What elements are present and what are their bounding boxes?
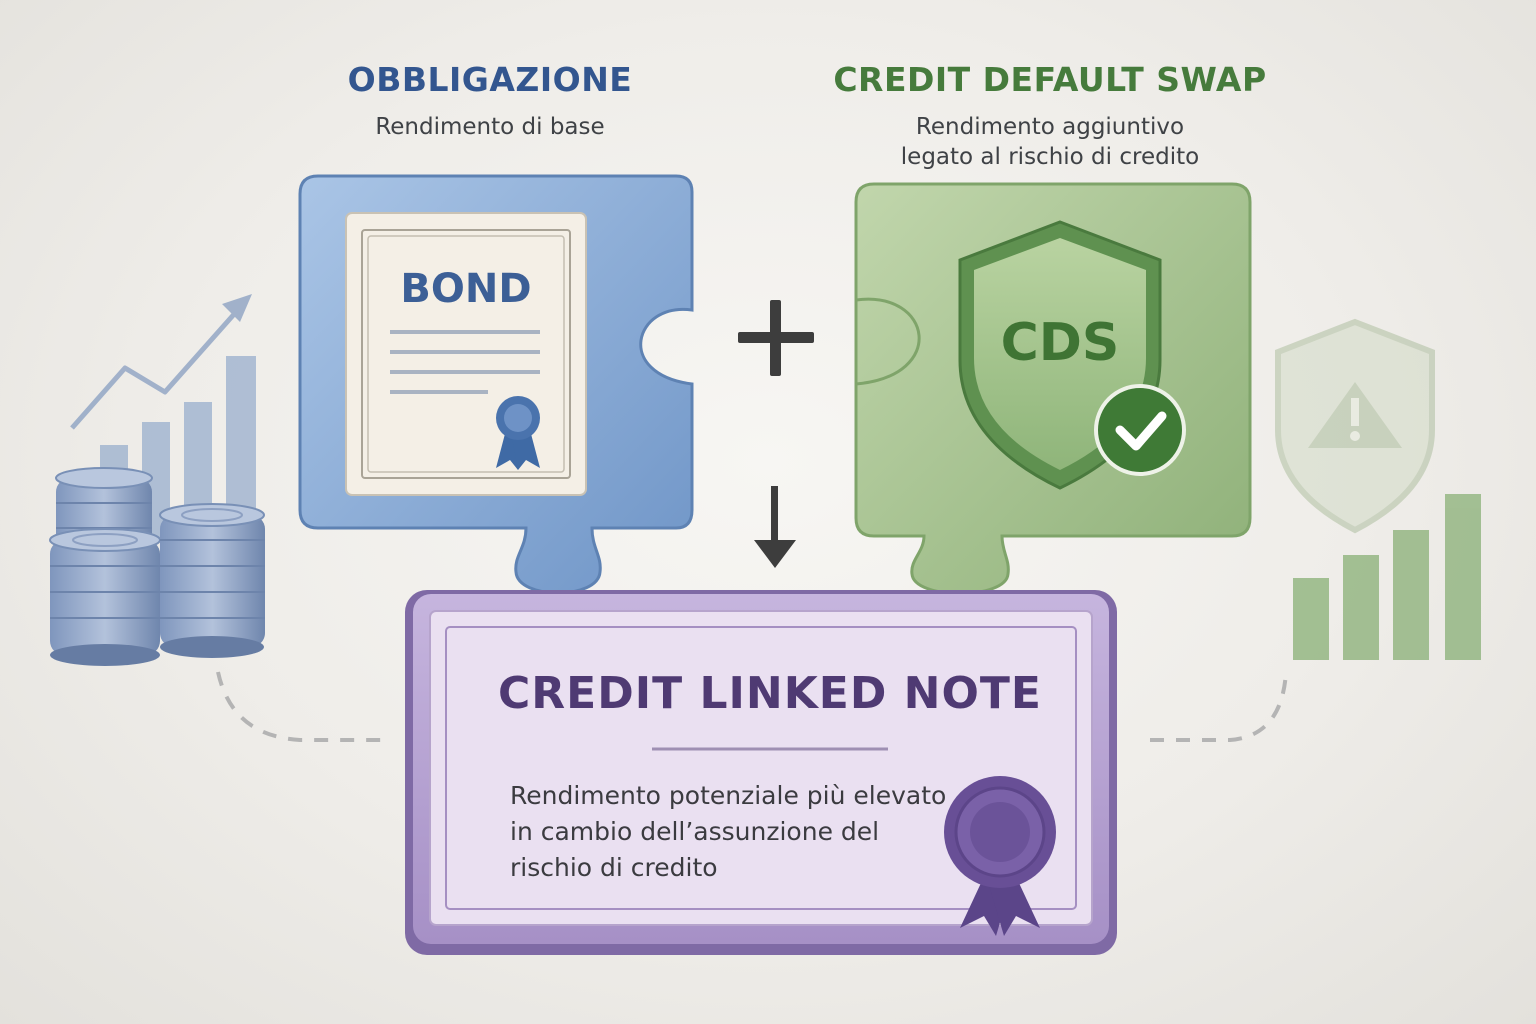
- cds-subtitle: Rendimento aggiuntivo legato al rischio …: [830, 112, 1270, 172]
- bond-certificate-label: BOND: [400, 266, 531, 312]
- chart-bar: [1445, 494, 1481, 660]
- bond-puzzle-piece: BOND: [298, 174, 694, 595]
- cln-description-line-1: Rendimento potenziale più elevato: [510, 781, 947, 810]
- cds-title: CREDIT DEFAULT SWAP: [833, 60, 1267, 99]
- coins-icon: [49, 467, 265, 666]
- cln-ribbon-seal-icon: [944, 776, 1056, 936]
- chart-bar: [1343, 555, 1379, 660]
- cln-title: CREDIT LINKED NOTE: [498, 668, 1042, 719]
- ribbon-seal-icon: [496, 396, 540, 470]
- check-icon: [1094, 384, 1186, 476]
- arrow-down-icon: [754, 486, 796, 568]
- cds-subtitle-line-1: Rendimento aggiuntivo: [915, 114, 1185, 140]
- chart-bar: [1293, 578, 1329, 660]
- bond-certificate: BOND: [345, 212, 587, 496]
- cln-plaque: [405, 590, 1117, 955]
- left-dashed-connector: [216, 671, 385, 742]
- right-dashed-connector: [1150, 671, 1288, 742]
- warning-shield-icon: [1275, 318, 1435, 534]
- cln-description: Rendimento potenziale più elevato in cam…: [510, 778, 960, 886]
- growth-trend-line: [70, 310, 238, 430]
- bar-chart-icon: [1293, 494, 1481, 660]
- plus-icon: [738, 300, 814, 376]
- cln-description-line-2: in cambio dell’assunzione del: [510, 817, 880, 846]
- cds-shield-label: CDS: [1001, 313, 1120, 373]
- cln-description-line-3: rischio di credito: [510, 853, 718, 882]
- bond-subtitle: Rendimento di base: [375, 114, 605, 140]
- chart-bar: [1393, 530, 1429, 660]
- trend-arrowhead: [222, 294, 252, 322]
- cds-puzzle-piece: CDS: [854, 182, 1252, 595]
- cds-subtitle-line-2: legato al rischio di credito: [900, 144, 1200, 170]
- bond-title: OBBLIGAZIONE: [347, 60, 633, 99]
- cds-shield-icon: CDS: [958, 220, 1186, 490]
